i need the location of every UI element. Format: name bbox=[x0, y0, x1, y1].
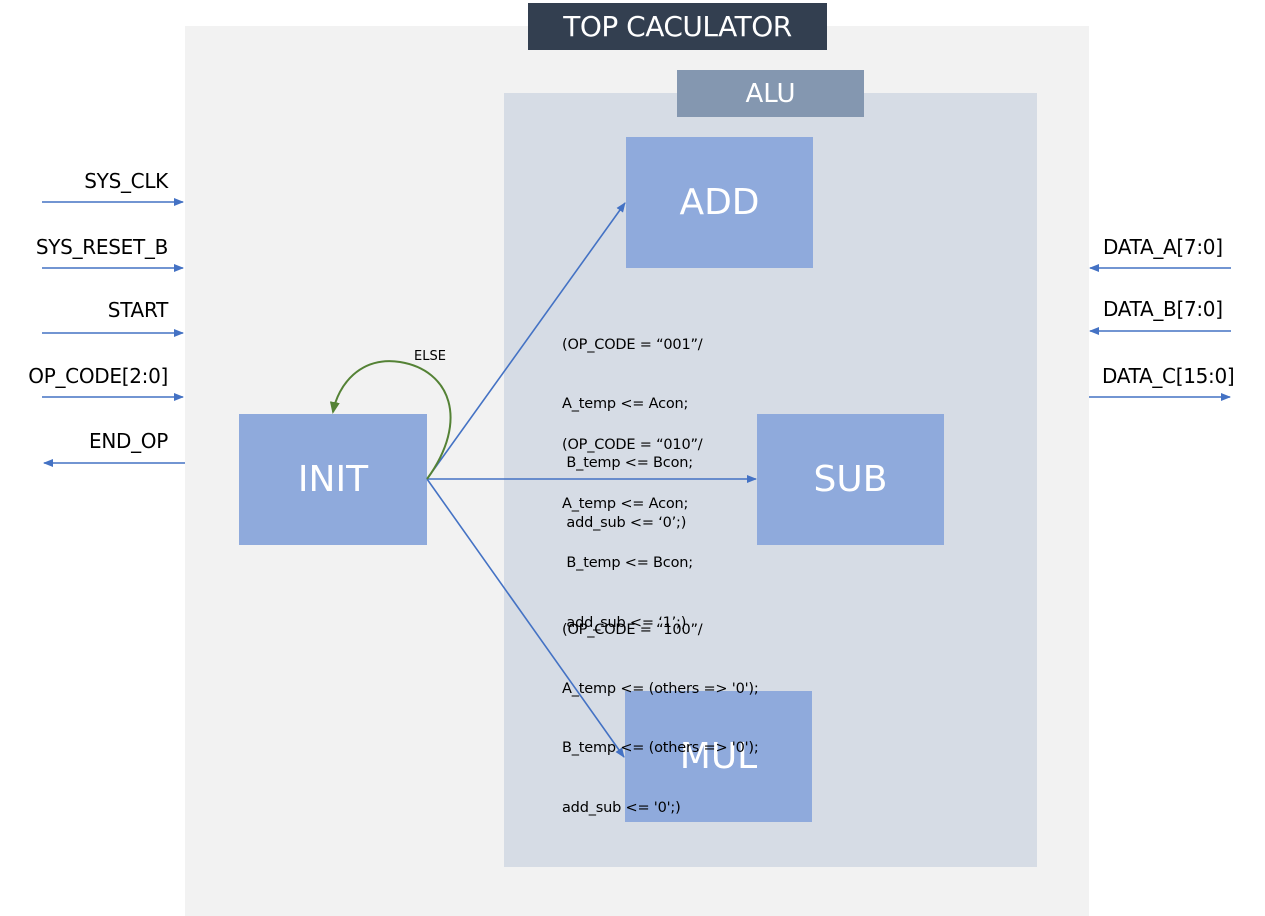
alu-label: ALU bbox=[677, 70, 864, 117]
transition-init-to-mul bbox=[426, 478, 625, 758]
transition-line: B_temp <= (others => '0'); bbox=[562, 740, 759, 757]
transition-label-mul: (OP_CODE = “100”/ A_temp <= (others => '… bbox=[562, 581, 759, 838]
port-label-data-a: DATA_A[7:0] bbox=[1103, 235, 1223, 259]
port-label-start: START bbox=[107, 298, 169, 322]
state-add: ADD bbox=[626, 137, 813, 268]
transition-line: A_temp <= (others => '0'); bbox=[562, 680, 759, 697]
transition-label-sub: (OP_CODE = “010”/ A_temp <= Acon; B_temp… bbox=[562, 396, 703, 653]
port-label-data-b: DATA_B[7:0] bbox=[1103, 297, 1223, 321]
transition-line: B_temp <= Bcon; bbox=[562, 455, 693, 472]
self-loop-label: ELSE bbox=[414, 349, 446, 364]
port-label-op-code: OP_CODE[2:0] bbox=[28, 364, 168, 388]
transition-label-add: (OP_CODE = “001”/ A_temp <= Acon; B_temp… bbox=[562, 296, 703, 553]
transition-line: A_temp <= Acon; bbox=[562, 395, 689, 412]
port-label-data-c: DATA_C[15:0] bbox=[1102, 364, 1235, 388]
transition-line: B_temp <= Bcon; bbox=[562, 555, 693, 572]
transition-line: (OP_CODE = “100”/ bbox=[562, 621, 703, 638]
transition-line: A_temp <= Acon; bbox=[562, 495, 689, 512]
transition-init-to-add bbox=[426, 202, 626, 480]
port-label-end-op: END_OP bbox=[88, 429, 168, 453]
state-sub: SUB bbox=[757, 414, 944, 545]
self-loop-else bbox=[329, 360, 452, 480]
port-label-sys-clk: SYS_CLK bbox=[84, 169, 168, 193]
state-init: INIT bbox=[239, 414, 427, 545]
port-label-sys-reset-b: SYS_RESET_B bbox=[35, 235, 168, 259]
transition-line: add_sub <= '0';) bbox=[562, 799, 681, 816]
transition-line: add_sub <= ‘1’;) bbox=[562, 614, 687, 631]
transition-line: add_sub <= ‘0’;) bbox=[562, 514, 687, 531]
diagram-title: TOP CACULATOR bbox=[528, 3, 827, 50]
state-mul: MUL bbox=[625, 691, 812, 822]
transition-line: (OP_CODE = “010”/ bbox=[562, 436, 703, 453]
transition-line: (OP_CODE = “001”/ bbox=[562, 336, 703, 353]
